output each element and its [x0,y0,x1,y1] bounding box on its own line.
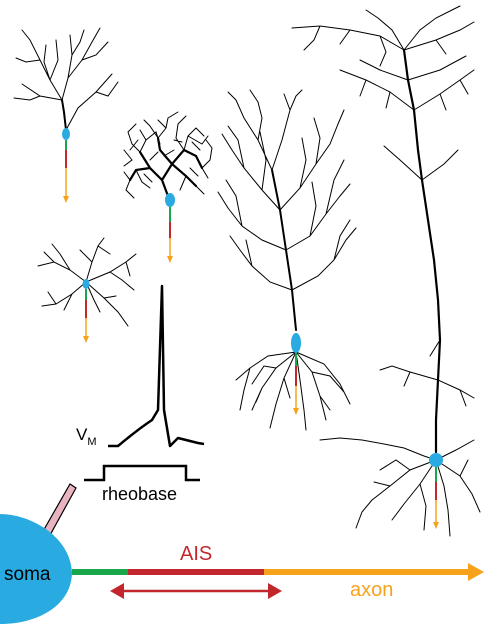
soma-label: soma [4,564,51,585]
axon-arrowhead-schematic [468,563,484,581]
axon-arrowhead-4 [293,408,299,415]
soma-neuron-1 [62,128,70,140]
soma-neuron-3 [83,279,90,289]
soma-neuron-2 [165,193,175,207]
axon-arrowhead-3 [83,336,89,343]
soma-neuron-4 [291,333,301,353]
ais-double-arrow [110,583,282,599]
ais-label: AIS [180,543,212,565]
vm-label: VM [76,425,97,448]
axon-arrowhead-5 [433,522,439,529]
rheobase-step [84,466,200,480]
membrane-voltage-trace [108,286,204,446]
rheobase-label: rheobase [102,484,177,504]
neuron-tall-pyramidal [292,6,480,536]
axon-label: axon [350,579,393,601]
neuron-purkinje [124,112,212,198]
soma-neuron-5 [429,453,443,467]
neuron-large-pyramidal [218,90,356,430]
axon-arrowhead-2 [167,256,173,263]
neuron-small-pyramidal [14,28,118,130]
axon-arrowhead-1 [63,196,69,203]
